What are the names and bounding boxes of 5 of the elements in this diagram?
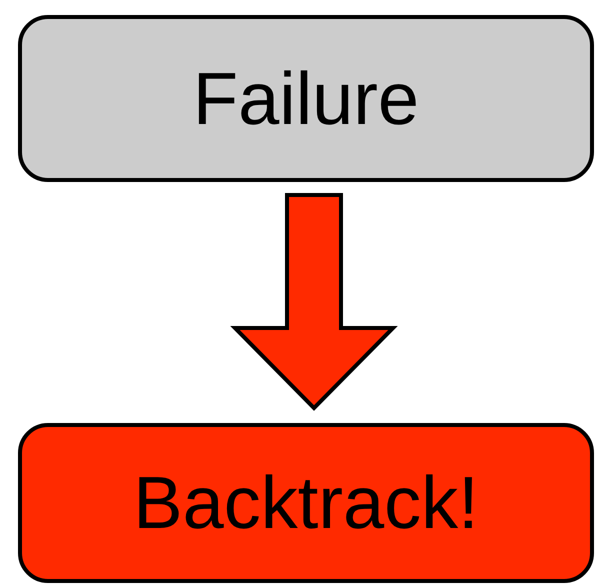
process-box — [18, 15, 594, 182]
process-box — [18, 423, 594, 583]
node-label: Failure — [192, 62, 420, 136]
block-arrow — [230, 193, 398, 411]
node-label: Backtrack! — [133, 466, 479, 540]
